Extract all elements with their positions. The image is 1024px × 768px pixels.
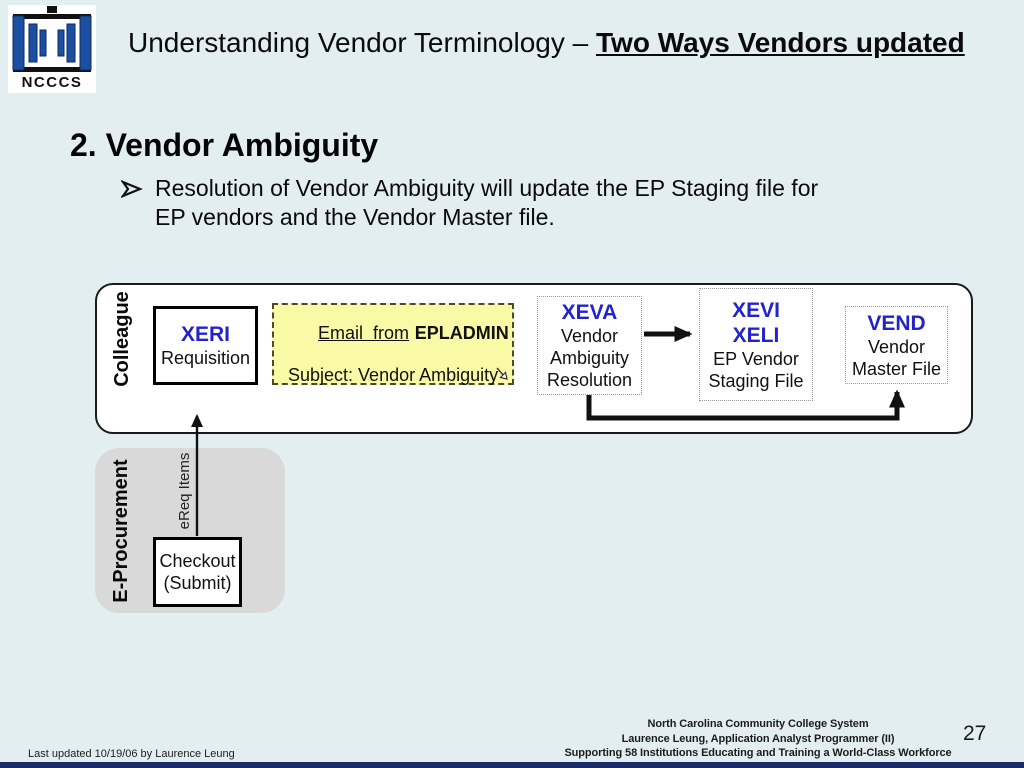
bullet-arrow-icon <box>119 174 155 232</box>
xeva-code: XEVA <box>561 301 618 324</box>
note-corner-arrow-icon <box>496 367 508 380</box>
bottom-accent-bar <box>0 762 1024 768</box>
bullet-item: Resolution of Vendor Ambiguity will upda… <box>119 174 921 232</box>
xeri-code: XERI <box>180 323 230 346</box>
eprocurement-lane-label: E-Procurement <box>109 459 132 603</box>
ncccs-logo-columns-icon <box>12 6 92 72</box>
footer-org-line1: North Carolina Community College System <box>647 718 869 730</box>
vend-line1: Vendor <box>867 336 926 357</box>
footer-org-line2: Laurence Leung, Application Analyst Prog… <box>621 732 895 745</box>
ncccs-logo: NCCCS <box>8 5 96 93</box>
xeva-vendor-ambiguity-resolution-box: XEVA Vendor Ambiguity Resolution <box>537 296 642 395</box>
slide-title-prefix: Understanding Vendor Terminology – <box>128 27 597 58</box>
email-note-subject: Subject: Vendor Ambiguity <box>288 365 499 385</box>
xeri-requisition-box: XERI Requisition <box>153 306 258 385</box>
email-note-sender: EPLADMIN <box>414 323 509 343</box>
footer-last-updated: Last updated 10/19/06 by Laurence Leung <box>28 748 235 760</box>
xeri-name: Requisition <box>160 348 251 368</box>
ncccs-logo-text: NCCCS <box>21 74 83 91</box>
section-heading: 2. Vendor Ambiguity <box>70 127 379 163</box>
xeva-line3: Resolution <box>546 370 633 390</box>
ereq-items-label: eReq Items <box>175 452 193 530</box>
email-note-underlined: Email from <box>318 323 410 343</box>
footer-organization-block: North Carolina Community College System … <box>508 717 1008 761</box>
xevi-line2: Staging File <box>708 370 804 391</box>
slide-title: Understanding Vendor Terminology – Two W… <box>128 27 1008 59</box>
colleague-lane-label: Colleague <box>110 291 133 387</box>
footer-org-line3: Supporting 58 Institutions Educating and… <box>564 747 952 759</box>
bullet-text: Resolution of Vendor Ambiguity will upda… <box>155 174 818 232</box>
xevi-code2: XELI <box>732 323 780 347</box>
slide-title-emphasis: Two Ways Vendors updated <box>596 27 965 58</box>
bullet-text-line2: EP vendors and the Vendor Master file. <box>155 204 555 230</box>
checkout-line2: (Submit) <box>163 573 232 593</box>
bullet-text-line1: Resolution of Vendor Ambiguity will upda… <box>155 175 819 201</box>
vend-master-file-box: VEND Vendor Master File <box>845 306 948 384</box>
page-number: 27 <box>963 722 987 745</box>
xeva-line1: Vendor <box>560 326 619 346</box>
checkout-submit-box: Checkout (Submit) <box>153 537 242 607</box>
vend-code: VEND <box>867 311 926 335</box>
xeva-line2: Ambiguity <box>549 348 630 368</box>
xevi-code1: XEVI <box>732 298 780 322</box>
checkout-line1: Checkout <box>159 551 236 571</box>
xevi-line1: EP Vendor <box>713 348 799 369</box>
vend-line2: Master File <box>851 358 941 379</box>
xevi-xeli-staging-file-box: XEVI XELI EP Vendor Staging File <box>699 288 813 401</box>
